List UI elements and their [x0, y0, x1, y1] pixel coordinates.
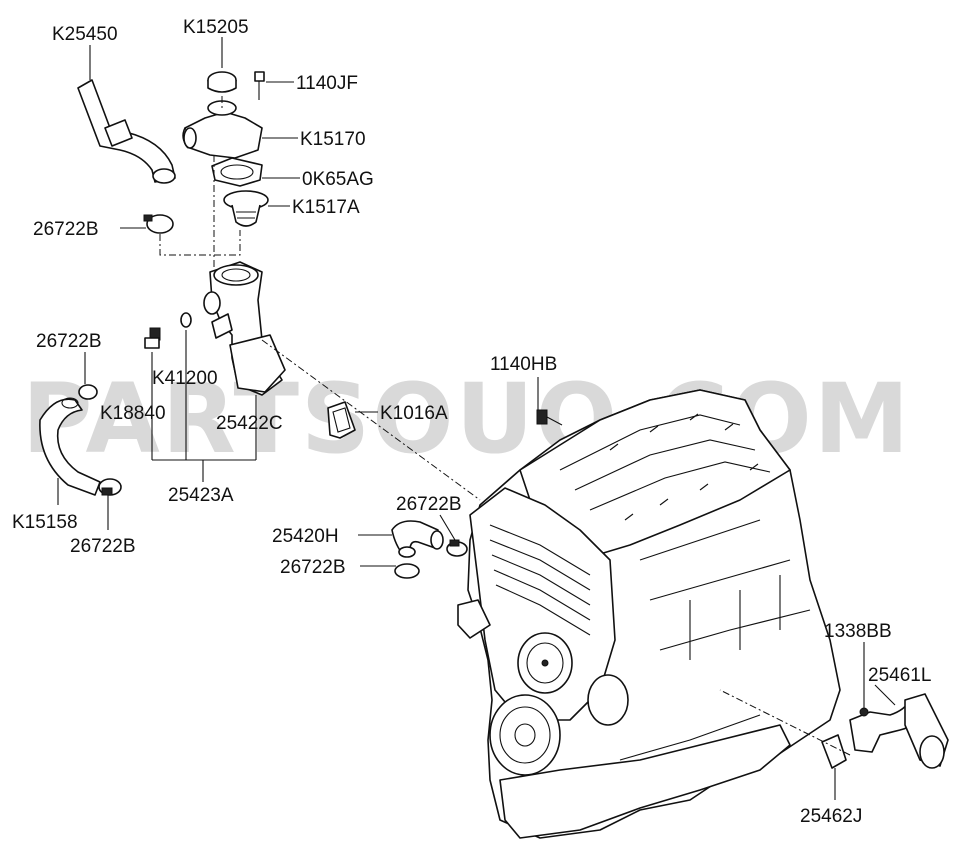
radiator-cap-part: [207, 71, 237, 93]
label-k41200: K41200: [152, 368, 218, 389]
label-25462j: 25462J: [800, 806, 862, 827]
label-clamp-bottom-left: 26722B: [70, 536, 136, 557]
label-clamp-mid-left: 26722B: [280, 557, 346, 578]
hose-clamp-bottom-left: [101, 487, 113, 496]
thermostat-part: [223, 190, 269, 227]
label-1140jf: 1140JF: [296, 73, 358, 94]
label-25423a: 25423A: [168, 485, 234, 506]
label-k1016a: K1016A: [380, 403, 448, 424]
hose-clamp-top: [146, 214, 174, 234]
label-clamp-top: 26722B: [33, 219, 99, 240]
o-ring-part: [180, 312, 192, 328]
hose-clamp-mid-left: [394, 563, 420, 579]
water-outlet-housing-part: [203, 261, 286, 396]
label-k15170: K15170: [300, 129, 366, 150]
thermostat-gasket-part: [211, 157, 263, 187]
hose-clamp-left: [78, 384, 98, 400]
label-k18840: K18840: [100, 403, 166, 424]
label-1140hb: 1140HB: [490, 354, 557, 375]
engine-block: [457, 389, 841, 839]
temp-sensor-part: [144, 327, 161, 349]
pipe-gasket-part: [821, 734, 847, 769]
bolt-part-1140jf: [254, 71, 265, 100]
bolt-part-1140hb: [536, 409, 563, 426]
label-1338bb: 1338BB: [824, 621, 892, 642]
label-k15205: K15205: [183, 17, 249, 38]
label-clamp-mid-right: 26722B: [396, 494, 462, 515]
label-k25450: K25450: [52, 24, 118, 45]
label-0k65ag: 0K65AG: [302, 169, 374, 190]
label-k15158: K15158: [12, 512, 78, 533]
label-k1517a: K1517A: [292, 197, 360, 218]
filler-neck-part: [182, 100, 263, 159]
label-25420h: 25420H: [272, 526, 339, 547]
leader-lines: [57, 37, 896, 800]
label-clamp-left: 26722B: [36, 331, 102, 352]
nut-part-1338bb: [859, 707, 869, 717]
label-25422c: 25422C: [216, 413, 283, 434]
label-25461l: 25461L: [868, 665, 931, 686]
lower-hose-part: [39, 398, 101, 496]
